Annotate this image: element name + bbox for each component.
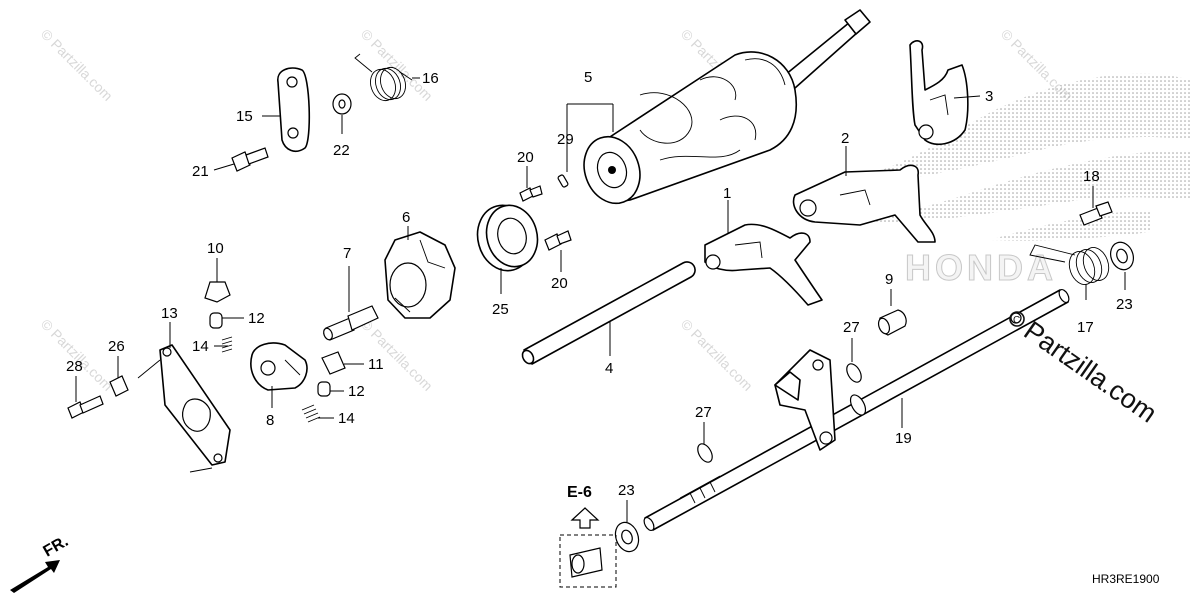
- label-part-13: 13: [161, 305, 178, 322]
- label-part-16: 16: [422, 70, 439, 87]
- gearshift-spindle: [643, 288, 1070, 532]
- bolt-20-upper: [519, 185, 543, 202]
- label-part-27b: 27: [695, 404, 712, 421]
- label-part-29: 29: [557, 131, 574, 148]
- shift-fork-3: [909, 40, 969, 146]
- label-part-5: 5: [584, 69, 592, 86]
- label-part-26: 26: [108, 338, 125, 355]
- label-part-20a: 20: [517, 149, 534, 166]
- honda-wing-logo: HONDA: [830, 73, 1190, 289]
- label-part-20b: 20: [551, 275, 568, 292]
- collar-9: [877, 309, 907, 336]
- spring-upper: [221, 336, 233, 353]
- watermark: © Partzilla.com: [358, 26, 436, 104]
- brand-c: C: [1013, 315, 1020, 326]
- label-part-3: 3: [985, 88, 993, 105]
- leader-lines: [75, 77, 1126, 522]
- bolt-20-lower: [544, 230, 572, 251]
- label-part-23a: 23: [1116, 296, 1133, 313]
- washer-23-lower: [614, 521, 640, 553]
- label-part-11: 11: [368, 356, 384, 373]
- bearing: [476, 204, 539, 272]
- neutral-switch-pin-upper: [209, 312, 223, 329]
- stopper-arm: [250, 342, 308, 391]
- watermark: © Partzilla.com: [678, 316, 756, 394]
- bolt-21: [231, 147, 269, 172]
- oil-seal-27-left: [697, 443, 713, 463]
- label-part-8: 8: [266, 412, 274, 429]
- reference-e6-group: [559, 507, 617, 588]
- label-part-6: 6: [402, 209, 410, 226]
- watermark: © Partzilla.com: [38, 316, 116, 394]
- label-part-23b: 23: [618, 482, 635, 499]
- logo-text: HONDA: [905, 247, 1057, 288]
- label-part-2: 2: [841, 130, 849, 147]
- return-spring-17: [1029, 244, 1110, 285]
- label-part-17: 17: [1077, 319, 1094, 336]
- watermark: © Partzilla.com: [358, 316, 436, 394]
- label-part-15: 15: [236, 108, 253, 125]
- pin: [557, 174, 569, 188]
- label-part-21: 21: [192, 163, 209, 180]
- shift-fork-shaft: [521, 261, 696, 365]
- diagram-code: HR3RE1900: [1092, 572, 1160, 586]
- spring-lower: [301, 404, 321, 423]
- label-part-14a: 14: [192, 338, 209, 355]
- shift-fork-2: [792, 164, 936, 243]
- plunger-10: [204, 281, 231, 303]
- link-plate: [277, 67, 311, 152]
- plate-13: [137, 344, 231, 473]
- watermark: © Partzilla.com: [38, 26, 116, 104]
- label-part-7: 7: [343, 245, 351, 262]
- label-part-18: 18: [1083, 168, 1100, 185]
- label-part-28: 28: [66, 358, 83, 375]
- plunger-11: [321, 351, 346, 375]
- bolt-7: [323, 305, 379, 341]
- neutral-switch-pin-lower: [317, 381, 331, 397]
- label-part-19: 19: [895, 430, 912, 447]
- washer-22: [332, 93, 352, 115]
- reference-e6: E-6: [567, 484, 592, 501]
- washer-23-right: [1110, 241, 1134, 271]
- label-part-12b: 12: [348, 383, 365, 400]
- label-part-4: 4: [605, 360, 613, 377]
- front-direction-arrow: [10, 560, 60, 593]
- label-part-22: 22: [333, 142, 350, 159]
- shift-drum: [583, 9, 871, 205]
- label-part-14b: 14: [338, 410, 355, 427]
- bolt-28: [67, 395, 104, 419]
- pin-bolt-18: [1079, 201, 1113, 226]
- oil-seal-27-right: [846, 363, 862, 383]
- label-part-27a: 27: [843, 319, 860, 336]
- label-part-25: 25: [492, 301, 509, 318]
- shift-drum-center: [384, 231, 456, 319]
- shift-fork-1: [704, 223, 823, 306]
- label-part-9: 9: [885, 271, 893, 288]
- front-direction-label: FR.: [41, 533, 72, 561]
- label-part-12a: 12: [248, 310, 265, 327]
- label-part-10: 10: [207, 240, 224, 257]
- return-spring-16: [354, 53, 413, 102]
- label-part-1: 1: [723, 185, 731, 202]
